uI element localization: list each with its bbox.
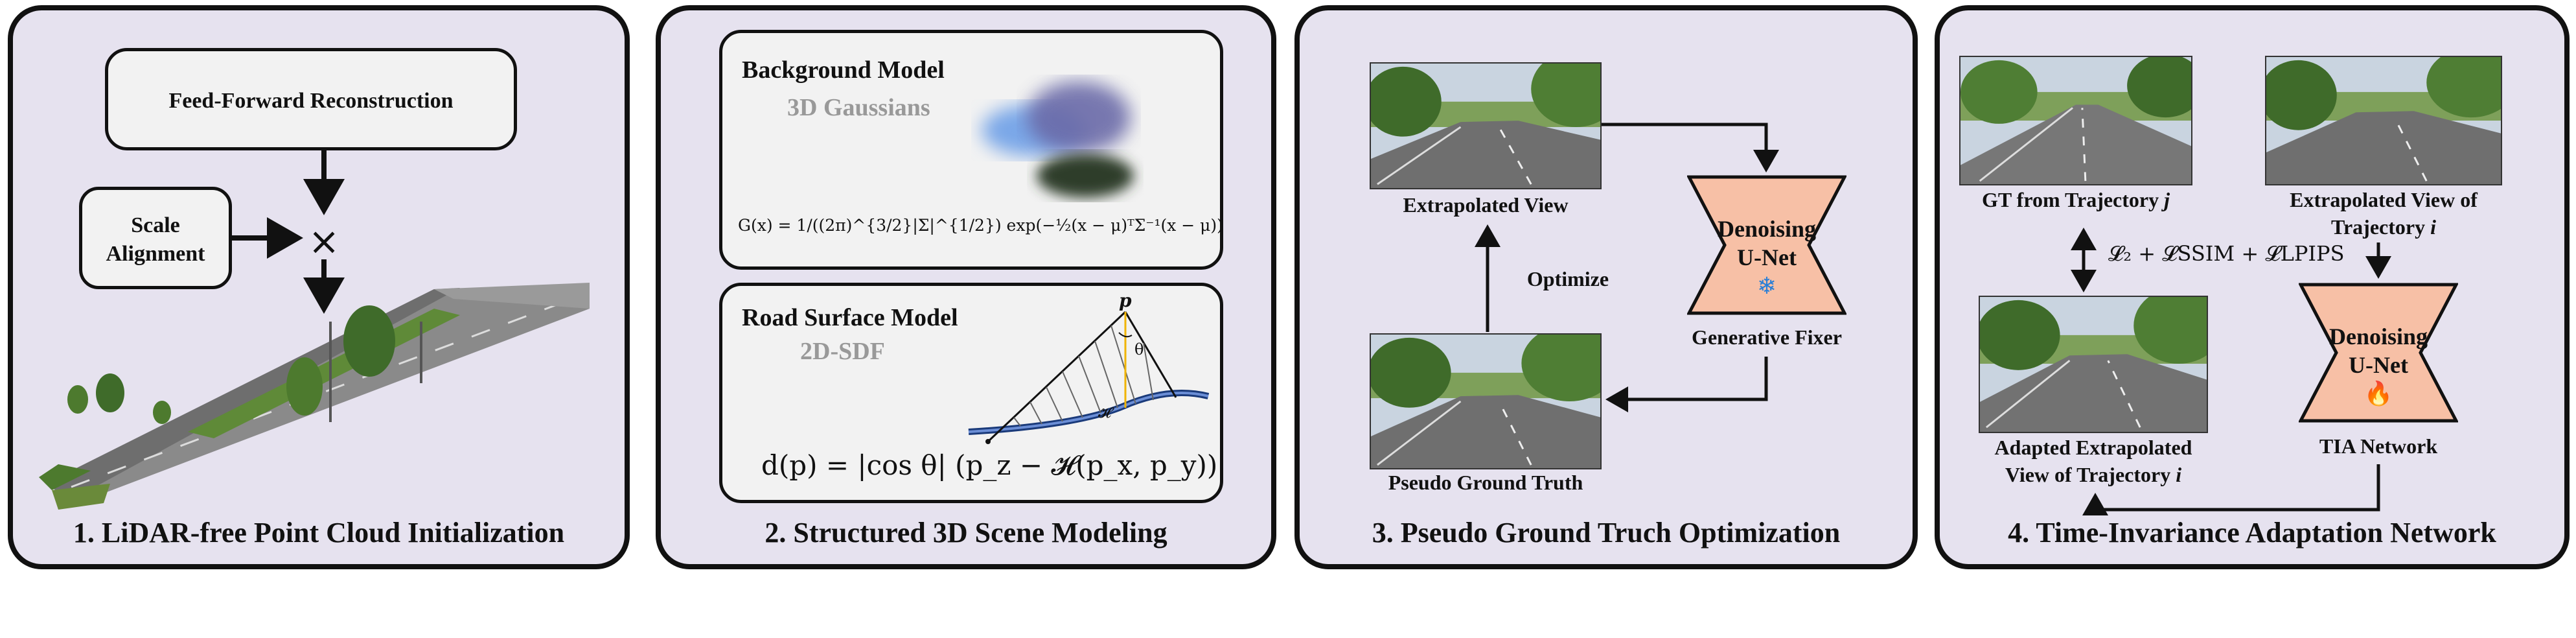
feedforward-label: Feed-Forward Reconstruction (168, 89, 454, 113)
denoising-unet-frozen: Denoising U-Net ❄ (1687, 175, 1846, 315)
fire-icon: 🔥 (2363, 381, 2393, 407)
unet-label-1: Denoising (1717, 216, 1817, 242)
loss-equation: 𝓛₂ + 𝓛SSIM + 𝓛LPIPS (2108, 241, 2345, 266)
background-model-box: Background Model 3D Gaussians G(x) = 1/(… (719, 30, 1223, 270)
point-cloud-illustration (39, 283, 590, 510)
h-label: 𝓗 (1098, 405, 1111, 421)
scale-label-2: Alignment (106, 242, 205, 266)
panel-scene-modeling: Background Model 3D Gaussians G(x) = 1/(… (656, 5, 1276, 569)
pseudo-gt-image (1370, 333, 1602, 469)
tia-network-label: TIA Network (2319, 434, 2438, 458)
denoising-unet-trainable: Denoising U-Net 🔥 (2299, 283, 2458, 423)
panel-point-cloud-init: Feed-Forward Reconstruction Scale Alignm… (8, 5, 630, 569)
theta-label: θ (1134, 340, 1144, 359)
pseudo-gt-label: Pseudo Ground Truth (1388, 471, 1583, 494)
adapted-view-label-2: View of Trajectory i (1953, 462, 2234, 488)
tia-unet-label-2: U-Net (2349, 352, 2408, 378)
adapted-view-label-1: Adapted Extrapolated (1994, 436, 2192, 459)
panel-pseudo-gt: Extrapolated View Optimize Pseudo Ground… (1294, 5, 1918, 569)
p-label: p (1119, 290, 1132, 311)
adapted-view-text: View of Trajectory (2005, 463, 2171, 486)
extrapolated-trajectory-var: i (2430, 215, 2436, 239)
sdf-label: 2D-SDF (800, 338, 885, 365)
gt-trajectory-text: GT from Trajectory (1982, 188, 2159, 211)
sdf-equation: d(p) = |cos θ| (p_z − 𝓗(p_x, p_y)) (761, 449, 1218, 481)
panel3-title: 3. Pseudo Ground Truch Optimization (1372, 517, 1841, 549)
panel2-title: 2. Structured 3D Scene Modeling (765, 517, 1167, 549)
panel1-title: 1. LiDAR-free Point Cloud Initialization (73, 517, 565, 549)
gt-trajectory-var: j (2164, 188, 2170, 211)
extrapolated-trajectory-text: Trajectory (2331, 215, 2426, 239)
sdf-illustration (968, 311, 1210, 444)
snowflake-icon: ❄ (1756, 273, 1777, 300)
unet-label-2: U-Net (1737, 244, 1797, 270)
gaussian-equation: G(x) = 1/((2π)^{3/2}|Σ|^{1/2}) exp(−½(x … (738, 216, 1223, 235)
extrapolated-view-image (1370, 62, 1602, 189)
generative-fixer-label: Generative Fixer (1692, 325, 1842, 349)
extrapolated-trajectory-image (2265, 56, 2502, 185)
gaussians-label: 3D Gaussians (787, 94, 930, 121)
panel4-title: 4. Time-Invariance Adaptation Network (2008, 517, 2496, 549)
gt-trajectory-image (1959, 56, 2192, 185)
feedforward-box: Feed-Forward Reconstruction (105, 48, 517, 150)
extrapolated-trajectory-label-1: Extrapolated View of (2290, 188, 2478, 211)
road-surface-title: Road Surface Model (742, 304, 958, 331)
scale-alignment-box: Scale Alignment (79, 187, 232, 289)
extrapolated-view-label: Extrapolated View (1403, 193, 1569, 217)
road-surface-box: Road Surface Model 2D-SDF p θ 𝓗 d( (719, 283, 1223, 503)
adapted-view-image (1979, 296, 2208, 433)
tia-unet-label-1: Denoising (2329, 324, 2428, 349)
background-model-title: Background Model (742, 56, 945, 84)
panel-tia-network: GT from Trajectory j Extrapolated View o… (1935, 5, 2570, 569)
gaussian-blobs (982, 82, 1134, 198)
adapted-view-var: i (2176, 463, 2182, 486)
multiply-symbol: × (308, 219, 340, 263)
extrapolated-trajectory-label-2: Trajectory i (2244, 214, 2523, 240)
scale-label-1: Scale (131, 213, 180, 237)
gt-trajectory-label: GT from Trajectory j (1953, 187, 2199, 213)
optimize-label: Optimize (1526, 267, 1609, 290)
